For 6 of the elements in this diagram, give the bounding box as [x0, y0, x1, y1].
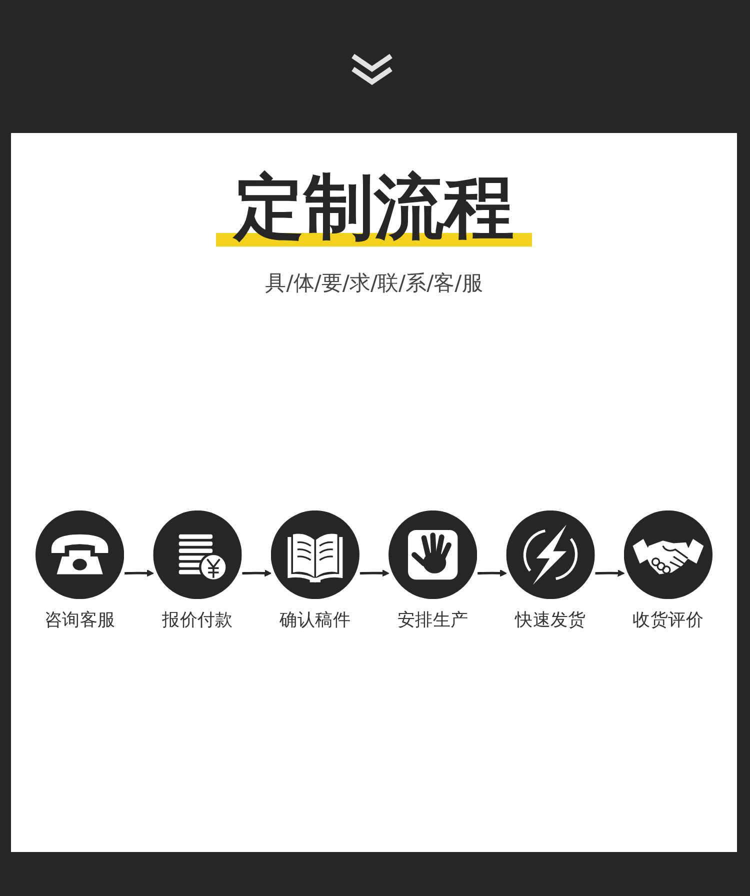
arrow: [360, 570, 390, 577]
arrow: [242, 570, 272, 577]
arrow: [478, 570, 507, 577]
arrow: [595, 570, 625, 577]
arrow: [124, 570, 154, 577]
subtitle: 具/体/要/求/联/系/客/服: [265, 270, 483, 297]
